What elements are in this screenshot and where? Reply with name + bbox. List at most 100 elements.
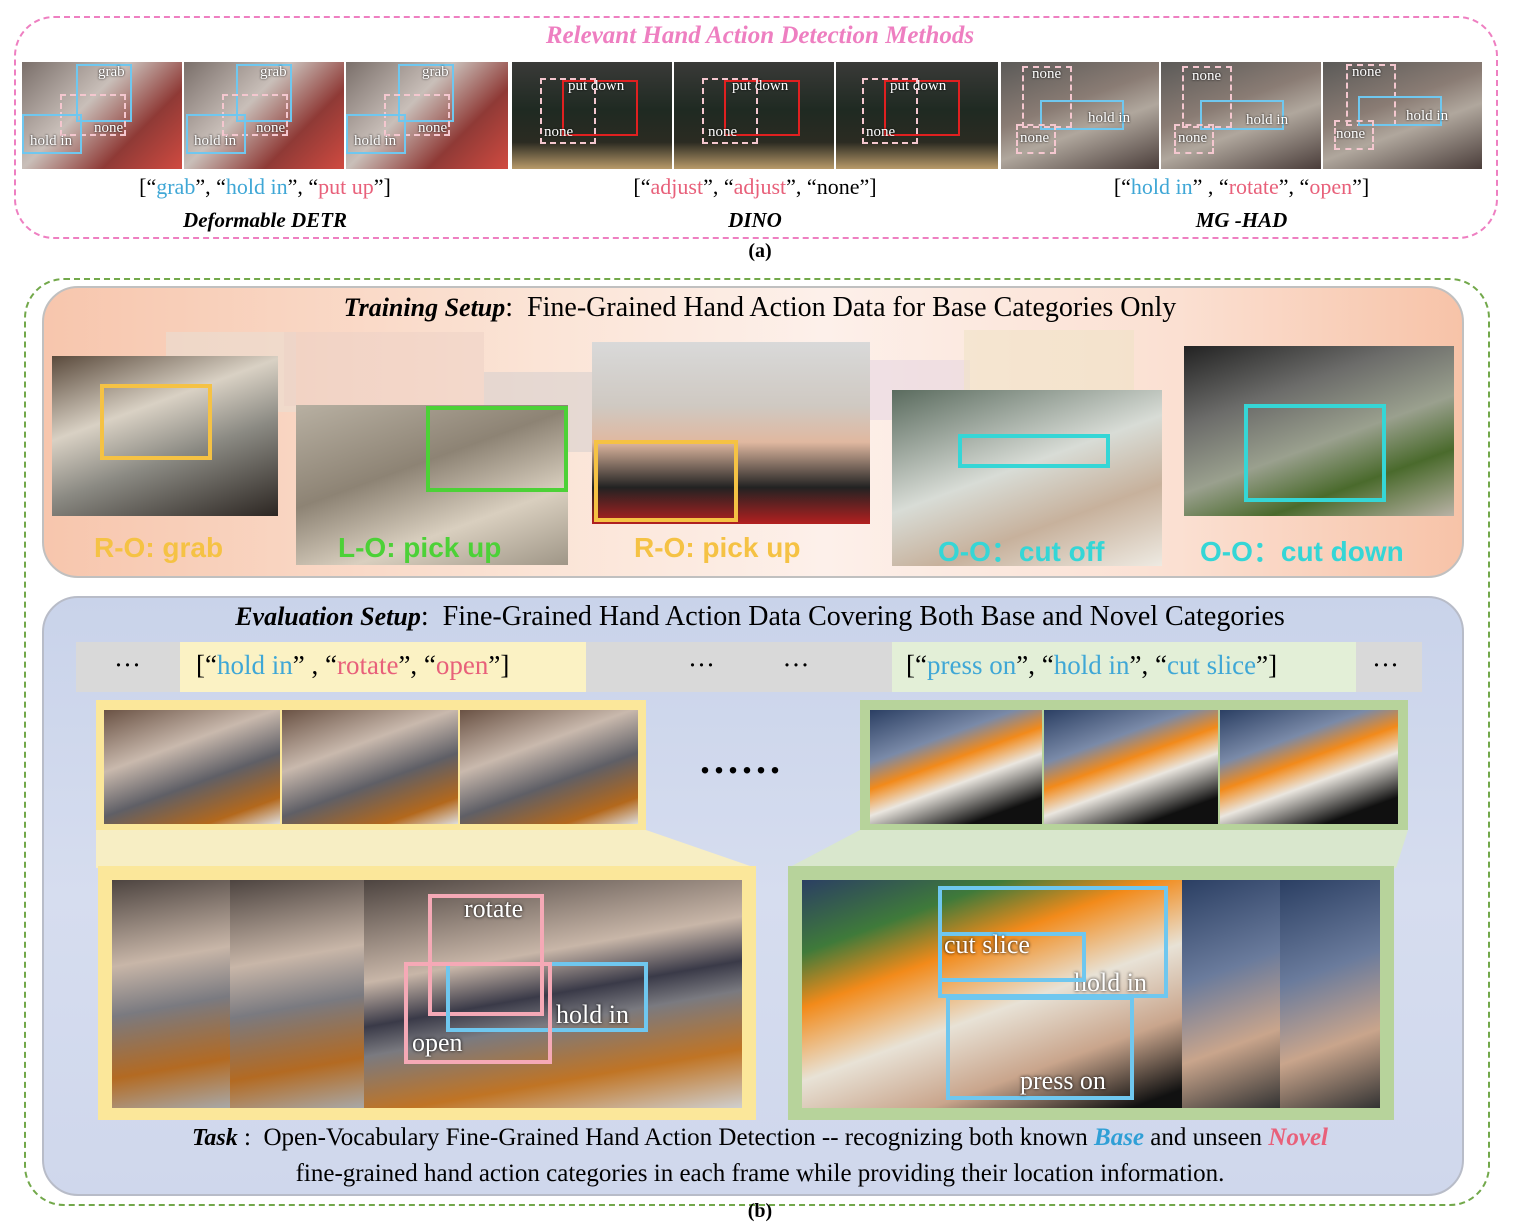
training-image: [1184, 346, 1454, 516]
bbox-label: hold in: [354, 133, 397, 149]
bbox-label: open: [412, 1028, 463, 1057]
action-label: R-O: pick up: [634, 532, 801, 563]
action-label: L-O: pick up: [338, 532, 502, 563]
task-line-2: fine-grained hand action categories in e…: [295, 1160, 1225, 1187]
ellipsis: ···: [114, 650, 141, 680]
bbox-label: none: [418, 120, 448, 136]
task-label: Task: [191, 1125, 238, 1151]
sequence-2-bg: [892, 642, 1356, 692]
video-frame: [1001, 62, 1159, 169]
pred: hold in: [1130, 174, 1193, 199]
training-image: [52, 356, 278, 516]
base-word: Base: [1094, 1124, 1145, 1151]
bbox-label: none: [1352, 64, 1382, 80]
video-frame: [1280, 880, 1380, 1108]
method-preds-mg-had: [“hold in” , “rotate”, “open”]: [1113, 174, 1370, 199]
training-image: [296, 405, 568, 565]
training-image: [892, 390, 1162, 566]
bbox-none: [702, 78, 758, 144]
bbox-cut-slice: [938, 932, 1086, 982]
video-frame: [364, 880, 742, 1108]
bbox-label: press on: [1020, 1066, 1106, 1095]
bbox-o-o-cut-down: [1244, 404, 1386, 502]
bbox-none: [1174, 124, 1214, 154]
bbox-none: [1182, 66, 1232, 128]
action-label: O-O：cut down: [1200, 536, 1404, 567]
pred: hold in: [225, 174, 288, 199]
bbox-hold-in: [1040, 100, 1124, 130]
bbox-label: none: [1336, 126, 1366, 142]
training-setup-label: Training Setup: [343, 293, 506, 322]
bbox-label: grab: [260, 64, 287, 80]
background-image: [284, 332, 484, 406]
sequence-1-bg: [180, 642, 586, 692]
bbox-r-o-grab: [100, 384, 212, 460]
video-frame: [460, 710, 638, 824]
video-frame: [1323, 62, 1482, 169]
bbox-open: [404, 962, 552, 1064]
training-setup-title: Training Setup: Fine-Grained Hand Action…: [0, 292, 1520, 324]
bbox-none: [540, 78, 596, 144]
video-frame: [870, 710, 1042, 824]
bbox-hold-in: [1200, 100, 1284, 130]
ellipsis: ··· ···: [688, 650, 810, 680]
bbox-label: rotate: [464, 894, 524, 923]
bbox-label: none: [708, 124, 738, 140]
evaluation-setup-label: Evaluation Setup: [235, 602, 421, 631]
sequence-1-labels: [“hold in” , “rotate”, “open”]: [196, 650, 510, 680]
panel-b-border: [24, 278, 1490, 1206]
method-name: DINO: [728, 208, 782, 232]
bbox-hold-in: [186, 114, 246, 154]
bbox-none: [1016, 124, 1056, 154]
bbox-label: hold in: [194, 133, 237, 149]
bbox-label: hold in: [556, 1000, 629, 1029]
background-image: [964, 330, 1134, 394]
pred: open: [435, 650, 489, 680]
bbox-put-down: [884, 80, 960, 136]
panel-a-border: [14, 16, 1498, 239]
ellipsis-dots: ......: [700, 737, 784, 782]
method-name: MG -HAD: [1195, 208, 1288, 232]
video-frame: [1161, 62, 1321, 169]
bbox-hold-in: [346, 114, 406, 154]
bbox-none: [1022, 66, 1072, 128]
bbox-rotate: [428, 894, 544, 1016]
bbox-label: hold in: [1406, 108, 1449, 124]
sequence-2-labels: [“press on”, “hold in”, “cut slice”]: [906, 650, 1278, 680]
video-frame: [282, 710, 458, 824]
bbox-label: none: [1178, 130, 1208, 146]
task-text: Open-Vocabulary Fine-Grained Hand Action…: [263, 1124, 1088, 1151]
video-frame: [230, 880, 364, 1108]
pred: cut slice: [1166, 650, 1257, 680]
bbox-hold-in: [1358, 96, 1442, 126]
bbox-label: hold in: [1074, 968, 1147, 997]
colon: :: [505, 292, 528, 323]
pred: hold in: [216, 650, 293, 680]
colon: :: [237, 1124, 264, 1151]
video-frame: [1220, 710, 1398, 824]
bbox-label: put down: [568, 78, 625, 94]
bbox-label: none: [256, 120, 286, 136]
ellipsis: ···: [1372, 650, 1399, 680]
pred: grab: [156, 174, 196, 199]
bbox-label: none: [94, 120, 124, 136]
colon: :: [420, 601, 443, 632]
pred: adjust: [733, 174, 787, 199]
bbox-label: cut slice: [944, 930, 1030, 959]
bbox-put-down: [724, 80, 800, 136]
video-frame: [1182, 880, 1280, 1108]
panel-b-label: (b): [747, 1200, 773, 1222]
bbox-label: none: [1020, 130, 1050, 146]
bbox-put-down: [562, 80, 638, 136]
method-preds-deformable-detr: [“grab”, “hold in”, “put up”]: [139, 174, 391, 199]
pred: rotate: [1228, 174, 1279, 199]
bbox-label: none: [866, 124, 896, 140]
bbox-grab: [76, 64, 132, 122]
pred: put up: [318, 174, 374, 199]
task-text: and unseen: [1150, 1124, 1263, 1151]
action-label: O-O：cut off: [938, 536, 1105, 567]
bbox-none: [862, 78, 918, 144]
bbox-label: none: [544, 124, 574, 140]
bbox-label: hold in: [30, 133, 73, 149]
panel-a-title: Relevant Hand Action Detection Methods: [545, 22, 975, 49]
